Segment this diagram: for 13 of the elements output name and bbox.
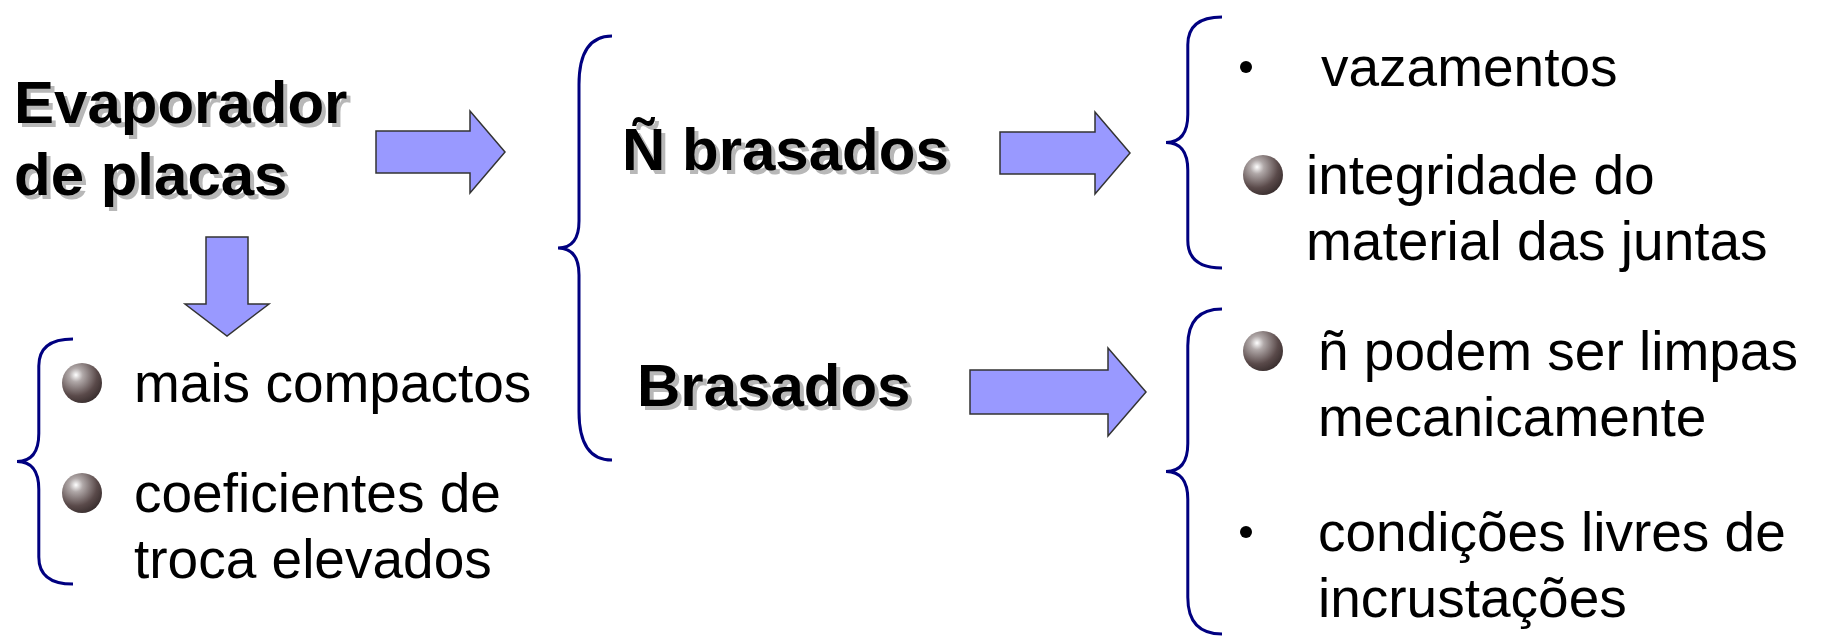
block-arrow — [999, 109, 1131, 197]
block-arrow — [182, 236, 272, 337]
block-arrow — [375, 108, 506, 196]
heading-label: Evaporador de placas — [14, 68, 349, 210]
list-item-text: ñ podem ser limpas mecanicamente — [1318, 319, 1799, 450]
heading-label: Brasados — [637, 351, 912, 421]
list-item-text: integridade do material das juntas — [1306, 143, 1769, 274]
list-item-text: coeficientes de troca elevados — [134, 461, 502, 592]
list-item-text: vazamentos — [1321, 35, 1618, 100]
list-item-text: mais compactos — [134, 351, 532, 416]
block-arrow — [969, 346, 1147, 438]
heading-label: Ñ brasados — [622, 115, 950, 185]
list-item-text: condições livres de incrustações — [1318, 500, 1787, 631]
